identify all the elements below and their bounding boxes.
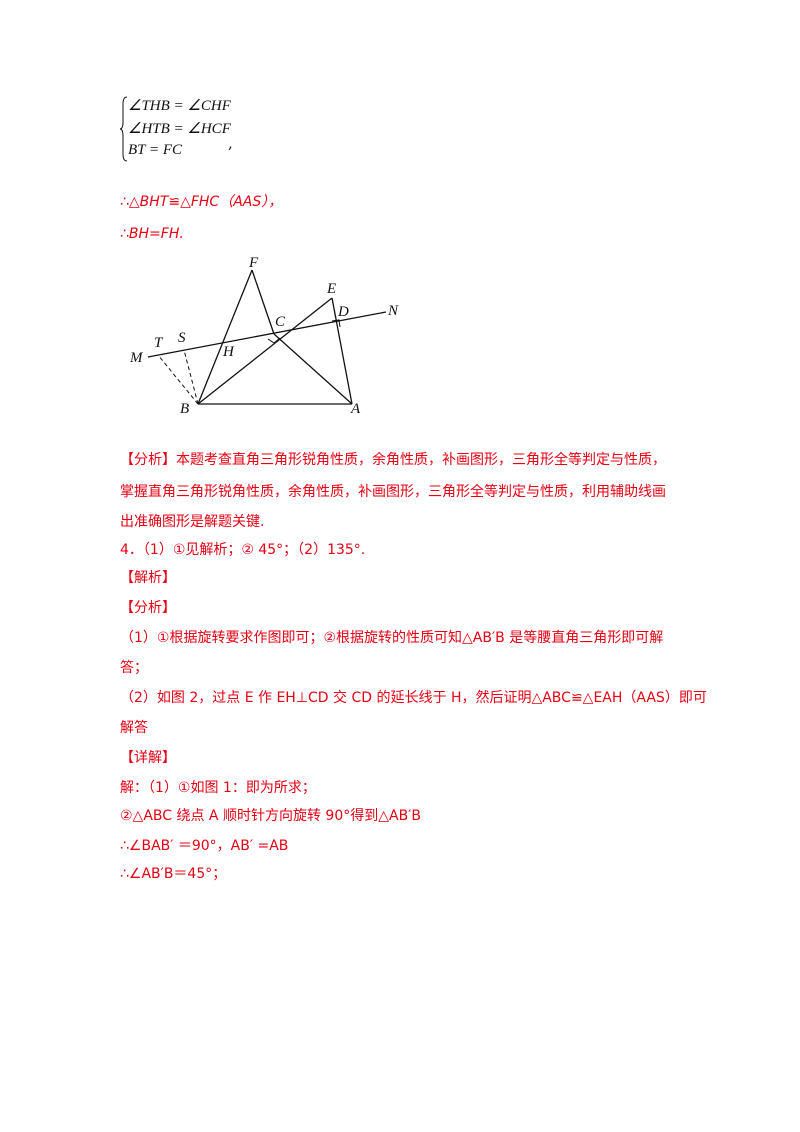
label-d: D: [337, 304, 349, 320]
label-a: A: [350, 401, 361, 417]
label-t: T: [154, 335, 164, 351]
segment-be: [197, 297, 333, 405]
q4-detail-line-2: ②△ABC 绕点 A 顺时针方向旋转 90°得到△AB′B: [120, 808, 421, 824]
label-h: H: [222, 344, 235, 360]
analysis-line-2: 掌握直角三角形锐角性质，余角性质，补画图形，三角形全等判定与性质，利用辅助线画: [120, 484, 666, 500]
right-angle-mark-c: [267, 337, 281, 344]
q4-jiexi-heading: 【解析】: [120, 570, 176, 586]
q4-answer: 4．（1）①见解析；② 45°；（2）135°.: [120, 542, 366, 558]
q4-fenxi-heading: 【分析】: [120, 600, 176, 616]
q4-xiangjie-heading: 【详解】: [120, 750, 176, 766]
equation-row-1: ∠THB = ∠CHF: [128, 98, 231, 114]
segment-ea: [331, 297, 353, 405]
q4-detail-line-4: ∴∠AB′B＝45°；: [120, 866, 227, 882]
system-trailing-comma: ,: [228, 134, 233, 152]
label-c: C: [275, 314, 286, 330]
dashed-bt: [157, 354, 199, 405]
label-b: B: [180, 401, 189, 417]
label-e: E: [326, 281, 336, 297]
geometry-figure: F E D N C T S M H B A: [129, 255, 399, 417]
label-n: N: [387, 303, 399, 319]
label-m: M: [129, 350, 144, 366]
q4-fenxi-line-4: 解答: [120, 720, 148, 736]
q4-fenxi-line-1: （1）①根据旋转要求作图即可；②根据旋转的性质可知△AB′B 是等腰直角三角形即…: [120, 630, 664, 646]
dashed-bs: [183, 349, 199, 405]
right-angle-mark-d: [331, 319, 341, 328]
q4-fenxi-line-2: 答；: [120, 660, 148, 676]
analysis-line-1: 【分析】本题考查直角三角形锐角性质，余角性质，补画图形，三角形全等判定与性质，: [120, 452, 666, 468]
label-s: S: [178, 330, 186, 346]
line-mn: [147, 311, 387, 358]
equation-row-2: ∠HTB = ∠HCF: [128, 121, 231, 137]
segment-fc: [251, 269, 275, 335]
conclusion-equal-segments: ∴BH=FH.: [120, 226, 184, 242]
conclusion-congruence: ∴△BHT≌△FHC（AAS），: [120, 194, 283, 210]
segment-fb: [197, 269, 253, 405]
segment-ca: [273, 333, 353, 405]
equation-system: ∠THB = ∠CHF ∠HTB = ∠HCF BT = FC: [120, 94, 280, 164]
equation-row-3: BT = FC: [128, 142, 183, 158]
left-brace: [120, 96, 128, 162]
q4-fenxi-line-3: （2）如图 2，过点 E 作 EH⊥CD 交 CD 的延长线于 H，然后证明△A…: [120, 690, 707, 706]
q4-detail-line-1: 解：（1）①如图 1：即为所求；: [120, 780, 316, 796]
analysis-line-3: 出准确图形是解题关键.: [120, 514, 265, 530]
label-f: F: [248, 255, 259, 271]
q4-detail-line-3: ∴∠BAB′ ＝90°，AB′ =AB: [120, 838, 289, 854]
